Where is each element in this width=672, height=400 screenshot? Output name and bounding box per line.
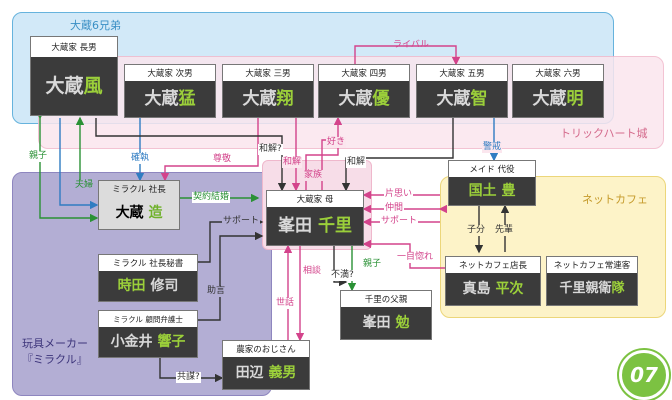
edge-label-support-yutaka: サポート bbox=[380, 216, 419, 227]
card-mineta-tsutomu: 千里の父親 峯田 勉 bbox=[340, 290, 432, 340]
given-name: 智 bbox=[470, 89, 488, 109]
card-chisato-shineitai: ネットカフェ常連客 千里親衛隊 bbox=[546, 256, 638, 306]
given-name: 勉 bbox=[395, 315, 410, 331]
card-majima-heiji: ネットカフェ店長 真島 平次 bbox=[445, 256, 541, 306]
card-subtitle: 大蔵家 五男 bbox=[417, 65, 507, 83]
given-name: 翔 bbox=[276, 89, 294, 109]
edge-label-wakai-satoshi: 和解 bbox=[346, 157, 367, 168]
card-okura-satoshi: 大蔵家 五男 大蔵智 bbox=[416, 64, 508, 118]
card-kokudo-yutaka: メイド 代役 国土 豊 bbox=[448, 160, 536, 206]
edge-label-jogen: 助言 bbox=[206, 286, 227, 297]
given-name: 風 bbox=[83, 75, 103, 97]
edge-label-oyako-tsutomu: 親子 bbox=[362, 259, 383, 270]
family-name: 大蔵 bbox=[436, 89, 471, 109]
card-subtitle: ミラクル 社長 bbox=[99, 181, 179, 199]
edge-label-sewa: 世話 bbox=[275, 298, 296, 309]
region-miracle-label: 玩具メーカー 『ミラクル』 bbox=[22, 337, 88, 366]
card-okura-takeru: 大蔵家 次男 大蔵猛 bbox=[124, 64, 216, 118]
family-name: 田辺 bbox=[235, 365, 264, 381]
family-name: 峯田 bbox=[362, 315, 391, 331]
card-subtitle: 大蔵家 四男 bbox=[319, 65, 409, 83]
card-okura-akira: 大蔵家 六男 大蔵明 bbox=[512, 64, 604, 118]
card-tokita-shushi: ミラクル 社長秘書 時田 修司 bbox=[98, 254, 198, 302]
edge-label-kataomoi: 片思い bbox=[384, 189, 414, 200]
card-mineta-chisato: 大蔵家 母 峯田 千里 bbox=[266, 190, 364, 246]
given-name: 千里 bbox=[317, 216, 352, 236]
edge-label-keikai: 警戒 bbox=[482, 142, 503, 153]
edge-label-wakai-q: 和解? bbox=[258, 144, 283, 155]
edge-label-sonkei: 尊敬 bbox=[212, 154, 233, 165]
card-okura-kakeru: 大蔵家 三男 大蔵翔 bbox=[222, 64, 314, 118]
edge-label-oyako-fu: 親子 bbox=[28, 151, 49, 162]
card-tanabe-yoshio: 農家のおじさん 田辺 義男 bbox=[222, 340, 310, 390]
given-name: 猛 bbox=[178, 89, 196, 109]
edge-label-wakai-kakeru: 和解 bbox=[282, 157, 303, 168]
card-subtitle: 千里の父親 bbox=[341, 291, 431, 309]
family-name: 大蔵 bbox=[45, 75, 84, 97]
family-name: 大蔵 bbox=[144, 89, 179, 109]
given-name: 義男 bbox=[268, 365, 297, 381]
region-okura-brothers-label: 大蔵6兄弟 bbox=[70, 19, 121, 32]
edge-label-nakama: 仲間 bbox=[384, 203, 405, 214]
family-name: 真島 bbox=[462, 281, 491, 297]
family-name: 大蔵 bbox=[115, 205, 144, 221]
family-name: 小金井 bbox=[110, 334, 153, 350]
family-name: 峯田 bbox=[278, 216, 313, 236]
edge-label-kyobo: 共謀? bbox=[176, 372, 201, 383]
edge-label-keiyaku: 契約結婚 bbox=[192, 192, 231, 203]
edge-label-kakuhitsu: 確執 bbox=[130, 153, 151, 164]
given-name: 造 bbox=[148, 205, 163, 221]
edge-label-senpai: 先輩 bbox=[494, 225, 515, 236]
family-name: 大蔵 bbox=[242, 89, 277, 109]
card-subtitle: ネットカフェ店長 bbox=[446, 257, 540, 275]
family-name: 国土 bbox=[468, 183, 497, 199]
card-subtitle: ネットカフェ常連客 bbox=[547, 257, 637, 275]
given-name: 平次 bbox=[495, 281, 524, 297]
card-okura-masaru: 大蔵家 四男 大蔵優 bbox=[318, 64, 410, 118]
given-name: 豊 bbox=[501, 183, 516, 199]
region-net-cafe-label: ネットカフェ bbox=[582, 193, 648, 206]
given-name: 修司 bbox=[150, 278, 179, 294]
edge-label-fuufu: 夫婦 bbox=[74, 180, 95, 191]
family-name: 時田 bbox=[117, 278, 146, 294]
card-subtitle: ミラクル 顧問弁護士 bbox=[99, 311, 197, 329]
edge-label-sodan: 相談 bbox=[302, 266, 323, 277]
card-koganei-kyoko: ミラクル 顧問弁護士 小金井 響子 bbox=[98, 310, 198, 358]
episode-number-badge: 07 bbox=[619, 350, 669, 400]
card-subtitle: 農家のおじさん bbox=[223, 341, 309, 359]
family-name: 大蔵 bbox=[532, 89, 567, 109]
family-name: 大蔵 bbox=[338, 89, 373, 109]
card-subtitle: 大蔵家 次男 bbox=[125, 65, 215, 83]
card-okura-tsukuru: ミラクル 社長 大蔵 造 bbox=[98, 180, 180, 230]
card-subtitle: 大蔵家 母 bbox=[267, 191, 363, 209]
card-subtitle: メイド 代役 bbox=[449, 161, 535, 179]
region-trick-heart-label: トリックハート城 bbox=[560, 127, 648, 140]
edge-label-hitomebore: 一目惚れ bbox=[396, 252, 435, 263]
card-subtitle: 大蔵家 長男 bbox=[31, 37, 117, 59]
given-name: 明 bbox=[566, 89, 584, 109]
card-subtitle: 大蔵家 三男 bbox=[223, 65, 313, 83]
card-okura-fu: 大蔵家 長男 大蔵風 bbox=[30, 36, 118, 116]
family-name: 千里親衛 bbox=[559, 281, 612, 296]
edge-label-suki: 好き bbox=[326, 137, 347, 148]
edge-label-support-shushi: サポート bbox=[222, 216, 261, 227]
given-name: 優 bbox=[372, 89, 390, 109]
edge-label-kosaku: 子分 bbox=[466, 225, 487, 236]
given-name: 響子 bbox=[157, 334, 186, 350]
edge-label-fuman: 不満? bbox=[330, 270, 355, 281]
given-name: 隊 bbox=[611, 281, 625, 296]
card-subtitle: ミラクル 社長秘書 bbox=[99, 255, 197, 273]
edge-label-rival: ライバル bbox=[393, 40, 429, 50]
edge-label-kazoku: 家族 bbox=[303, 170, 324, 181]
card-subtitle: 大蔵家 六男 bbox=[513, 65, 603, 83]
